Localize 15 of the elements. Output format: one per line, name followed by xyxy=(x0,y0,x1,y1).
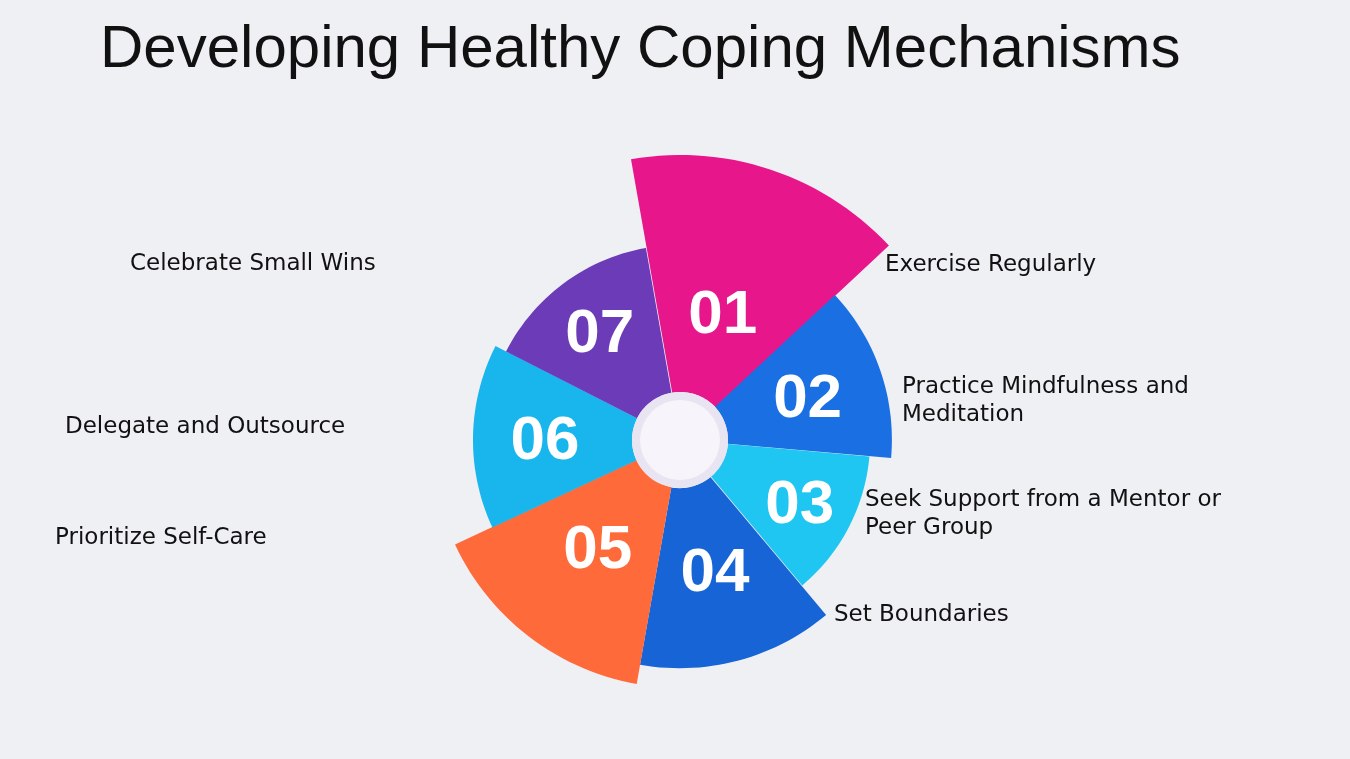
step-label: Celebrate Small Wins xyxy=(130,248,376,276)
step-label: Practice Mindfulness and Meditation xyxy=(902,371,1190,427)
step-number: 02 xyxy=(773,365,843,428)
step-label: Exercise Regularly xyxy=(885,249,1098,277)
step-label: Seek Support from a Mentor or Peer Group xyxy=(865,484,1222,540)
step-number: 03 xyxy=(765,471,835,534)
step-number: 04 xyxy=(680,539,750,602)
title: Developing Healthy Coping Mechanisms xyxy=(100,12,1181,81)
step-label: Delegate and Outsource xyxy=(65,411,346,439)
step-label: Set Boundaries xyxy=(834,599,1010,627)
step-number: 05 xyxy=(563,516,633,579)
step-label: Prioritize Self-Care xyxy=(55,522,267,550)
step-number: 01 xyxy=(688,280,758,343)
step-number: 07 xyxy=(565,300,635,363)
step-number: 06 xyxy=(510,406,580,469)
